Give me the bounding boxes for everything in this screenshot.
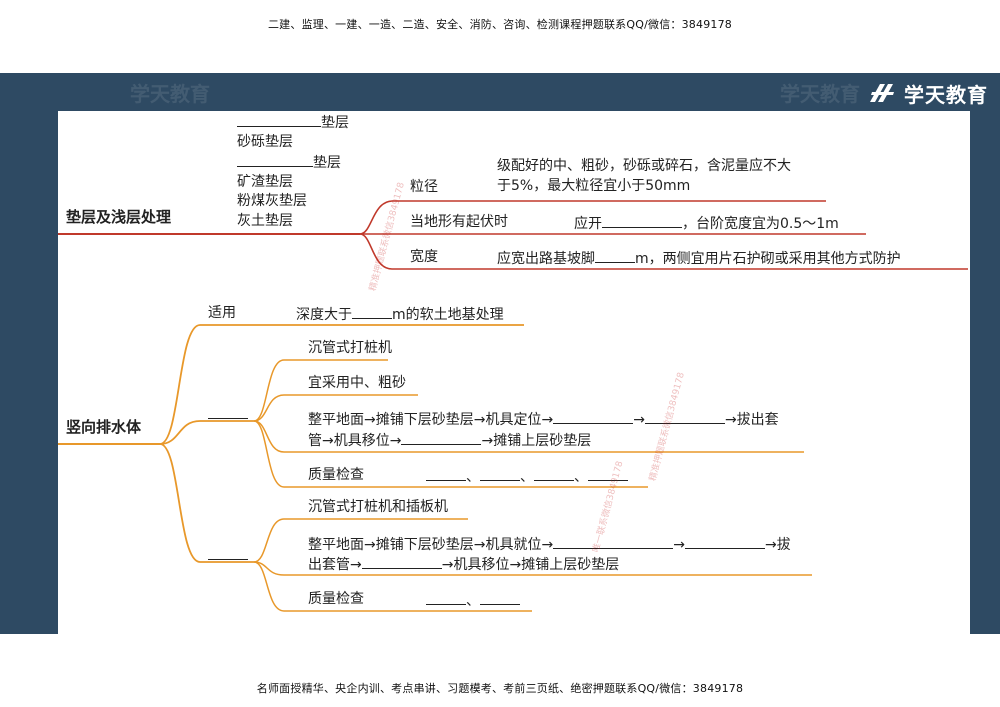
groupA-steps-line1: 整平地面→摊铺下层砂垫层→机具定位→→→拔出套 xyxy=(308,409,779,429)
branch-terrain-label: 当地形有起伏时 xyxy=(410,214,508,230)
cushion-item-2: 砂砾垫层 xyxy=(237,134,293,150)
groupB-blank xyxy=(208,545,248,565)
branch-terrain-text: 应开，台阶宽度宜为0.5～1m xyxy=(574,213,839,233)
watermark: 学天教育 xyxy=(780,82,860,106)
groupA-sand: 宜采用中、粗砂 xyxy=(308,375,406,391)
cushion-item-4: 矿渣垫层 xyxy=(237,174,293,190)
groupB-quality-blanks: 、 xyxy=(426,590,520,610)
branch-groupA-line xyxy=(159,420,254,445)
page-header: 二建、监理、一建、一造、二造、安全、消防、咨询、检测课程押题联系QQ/微信：38… xyxy=(267,18,732,31)
node2-title: 竖向排水体 xyxy=(66,418,142,436)
brand-logo-icon xyxy=(870,84,894,102)
groupA-quality: 质量检查 xyxy=(308,467,364,483)
branch-particle-line xyxy=(359,200,826,235)
branch-particle-label: 粒径 xyxy=(410,179,438,195)
branch-apply-label: 适用 xyxy=(208,305,236,321)
groupB-steps-line2: 出套管→→机具移位→摊铺上层砂垫层 xyxy=(308,554,619,574)
groupB-steps-line1: 整平地面→摊铺下层砂垫层→机具就位→→→拔 xyxy=(308,534,791,554)
cushion-item-5: 粉煤灰垫层 xyxy=(237,193,307,209)
mindmap-card xyxy=(58,111,970,634)
groupA-machine: 沉管式打桩机 xyxy=(308,340,392,356)
branch-groupB-line xyxy=(159,443,254,563)
cushion-item-1: 垫层 xyxy=(237,112,349,132)
brand-name: 学天教育 xyxy=(904,82,988,107)
branch-particle-text-2: 于5%，最大粒径宜小于50mm xyxy=(497,178,691,194)
branch-particle-text-1: 级配好的中、粗砂，砂砾或碎石，含泥量应不大 xyxy=(497,158,791,174)
node1-title: 垫层及浅层处理 xyxy=(66,208,172,226)
groupA-blank xyxy=(208,404,248,424)
page-footer: 名师面授精华、央企内训、考点串讲、习题模考、考前三页纸、绝密押题联系QQ/微信：… xyxy=(256,682,744,695)
branch-apply-line xyxy=(159,324,524,445)
branch-width-line xyxy=(359,233,968,270)
groupB-machine: 沉管式打桩机和插板机 xyxy=(308,499,448,515)
cushion-item-3: 垫层 xyxy=(237,152,341,172)
cushion-item-6: 灰土垫层 xyxy=(237,213,293,229)
groupB-quality: 质量检查 xyxy=(308,591,364,607)
watermark: 学天教育 xyxy=(130,82,210,106)
groupA-quality-blanks: 、、、 xyxy=(426,466,628,486)
brand-logo: 学天教育 xyxy=(868,80,988,107)
branch-width-label: 宽度 xyxy=(410,249,438,265)
groupA-steps-line2: 管→机具移位→→摊铺上层砂垫层 xyxy=(308,430,591,450)
